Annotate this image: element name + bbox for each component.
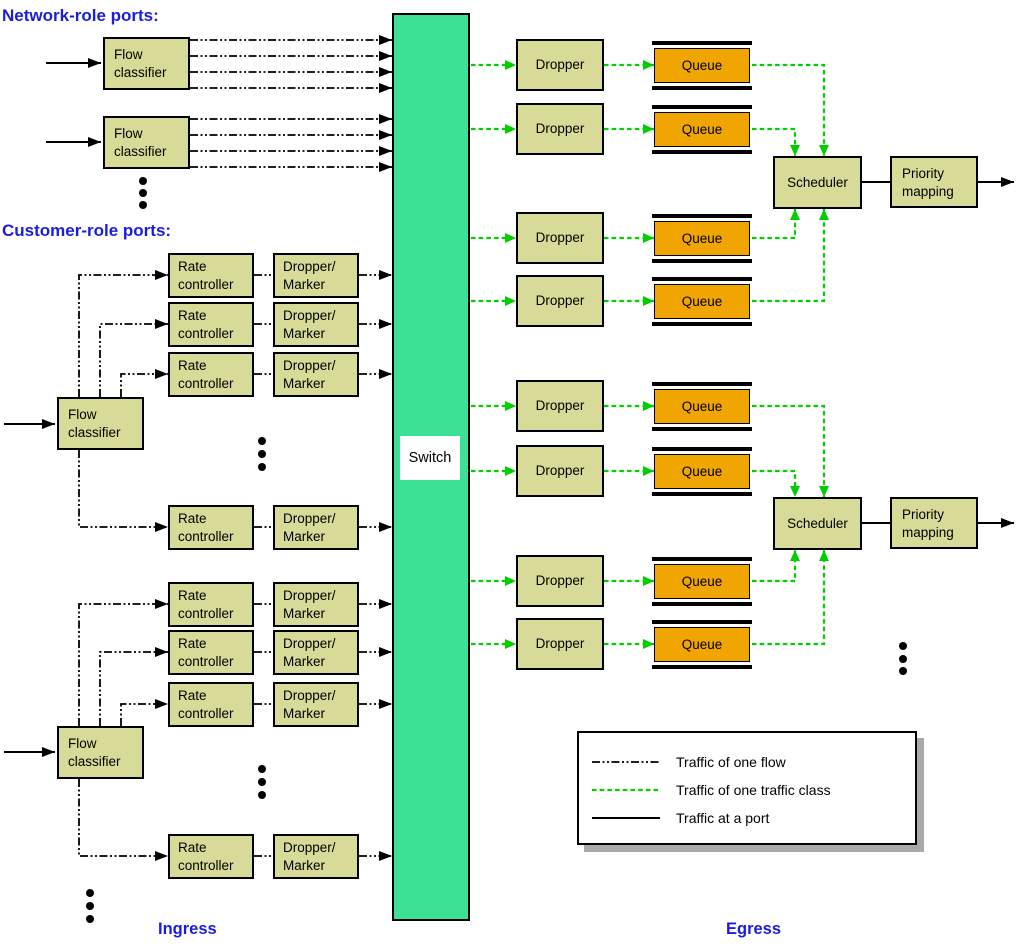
flow-classifier-box: Flow classifier bbox=[57, 726, 144, 779]
queue-bottom-bar bbox=[652, 259, 752, 263]
legend-item-flow: Traffic of one flow bbox=[591, 748, 915, 776]
queue-label: Queue bbox=[654, 221, 750, 256]
legend-item-traffic-class: Traffic of one traffic class bbox=[591, 776, 915, 804]
legend: Traffic of one flow Traffic of one traff… bbox=[577, 731, 917, 845]
dropper-box: Dropper bbox=[516, 103, 604, 155]
queue-box: Queue bbox=[652, 277, 752, 326]
queue-bottom-bar bbox=[652, 665, 752, 669]
queue-top-bar bbox=[652, 41, 752, 45]
queue-top-bar bbox=[652, 382, 752, 386]
dropper-box: Dropper bbox=[516, 445, 604, 497]
dropper-box: Dropper bbox=[516, 380, 604, 432]
legend-line-solid bbox=[592, 817, 660, 819]
queue-bottom-bar bbox=[652, 322, 752, 326]
rate-controller-box: Rate controller bbox=[168, 253, 254, 298]
customer-role-heading: Customer-role ports: bbox=[2, 221, 172, 240]
queue-top-bar bbox=[652, 447, 752, 451]
queue-box: Queue bbox=[652, 557, 752, 606]
queue-label: Queue bbox=[654, 284, 750, 319]
legend-line-dash-dot bbox=[592, 761, 660, 763]
dropper-marker-box: Dropper/ Marker bbox=[273, 834, 359, 879]
dropper-marker-box: Dropper/ Marker bbox=[273, 630, 359, 675]
scheduler-box: Scheduler bbox=[773, 156, 862, 209]
traffic-class-lines bbox=[471, 60, 829, 649]
ellipsis-dots bbox=[86, 177, 907, 923]
queue-box: Queue bbox=[652, 105, 752, 154]
port-traffic-lines bbox=[4, 58, 1014, 757]
legend-line-dashed-green bbox=[592, 788, 660, 792]
flow-classifier-box: Flow classifier bbox=[57, 397, 144, 450]
queue-box: Queue bbox=[652, 41, 752, 90]
rate-controller-box: Rate controller bbox=[168, 352, 254, 397]
dropper-box: Dropper bbox=[516, 39, 604, 91]
queue-bottom-bar bbox=[652, 427, 752, 431]
queue-bottom-bar bbox=[652, 492, 752, 496]
rate-controller-box: Rate controller bbox=[168, 834, 254, 879]
dropper-box: Dropper bbox=[516, 555, 604, 607]
priority-mapping-box: Priority mapping bbox=[890, 497, 978, 549]
queue-label: Queue bbox=[654, 564, 750, 599]
queue-top-bar bbox=[652, 105, 752, 109]
legend-item-port: Traffic at a port bbox=[591, 804, 915, 832]
dropper-marker-box: Dropper/ Marker bbox=[273, 582, 359, 627]
queue-label: Queue bbox=[654, 112, 750, 147]
dropper-box: Dropper bbox=[516, 618, 604, 670]
queue-bottom-bar bbox=[652, 150, 752, 154]
rate-controller-box: Rate controller bbox=[168, 682, 254, 727]
flow-classifier-box: Flow classifier bbox=[103, 37, 190, 90]
rate-controller-box: Rate controller bbox=[168, 630, 254, 675]
queue-top-bar bbox=[652, 214, 752, 218]
queue-box: Queue bbox=[652, 447, 752, 496]
flow-traffic-lines bbox=[78, 35, 392, 861]
egress-label: Egress bbox=[726, 920, 782, 938]
ingress-label: Ingress bbox=[158, 920, 217, 938]
legend-label: Traffic of one flow bbox=[676, 754, 786, 770]
rate-controller-box: Rate controller bbox=[168, 582, 254, 627]
rate-controller-box: Rate controller bbox=[168, 505, 254, 550]
scheduler-box: Scheduler bbox=[773, 497, 862, 550]
queue-top-bar bbox=[652, 620, 752, 624]
queue-top-bar bbox=[652, 277, 752, 281]
dropper-box: Dropper bbox=[516, 212, 604, 264]
priority-mapping-box: Priority mapping bbox=[890, 156, 978, 208]
queue-label: Queue bbox=[654, 627, 750, 662]
switch-label: Switch bbox=[400, 436, 460, 480]
queue-bottom-bar bbox=[652, 602, 752, 606]
legend-label: Traffic at a port bbox=[676, 810, 770, 826]
queue-box: Queue bbox=[652, 620, 752, 669]
queue-box: Queue bbox=[652, 214, 752, 263]
dropper-marker-box: Dropper/ Marker bbox=[273, 253, 359, 298]
queue-top-bar bbox=[652, 557, 752, 561]
rate-controller-box: Rate controller bbox=[168, 302, 254, 347]
flow-classifier-box: Flow classifier bbox=[103, 116, 190, 169]
dropper-marker-box: Dropper/ Marker bbox=[273, 352, 359, 397]
queue-label: Queue bbox=[654, 48, 750, 83]
queue-label: Queue bbox=[654, 454, 750, 489]
dropper-marker-box: Dropper/ Marker bbox=[273, 302, 359, 347]
dropper-marker-box: Dropper/ Marker bbox=[273, 682, 359, 727]
dropper-marker-box: Dropper/ Marker bbox=[273, 505, 359, 550]
queue-box: Queue bbox=[652, 382, 752, 431]
legend-label: Traffic of one traffic class bbox=[676, 782, 831, 798]
dropper-box: Dropper bbox=[516, 275, 604, 327]
queue-label: Queue bbox=[654, 389, 750, 424]
network-role-heading: Network-role ports: bbox=[2, 6, 159, 25]
queue-bottom-bar bbox=[652, 86, 752, 90]
